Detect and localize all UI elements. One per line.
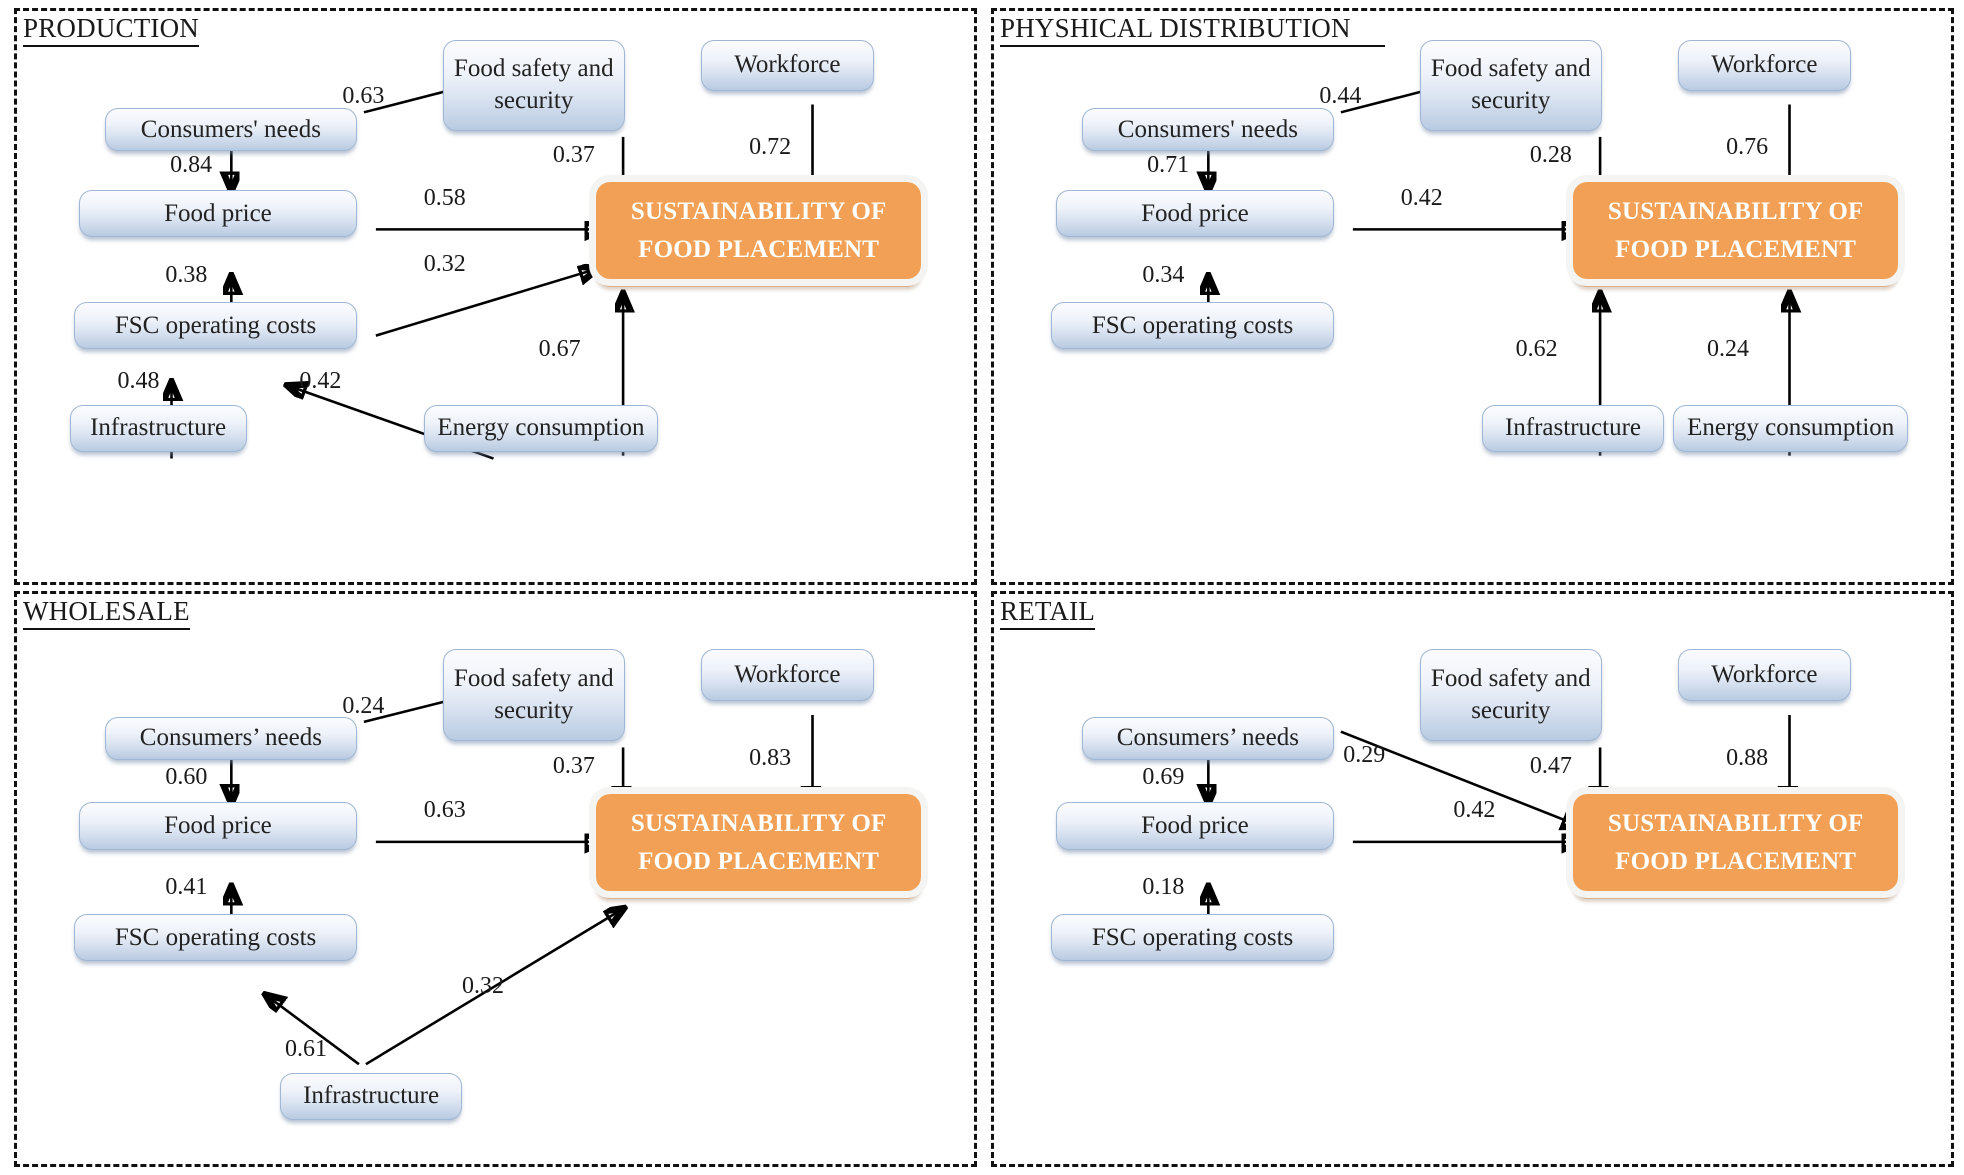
node-food-safety-security[interactable]: Food safety and security	[442, 39, 625, 131]
node-central-sustainability[interactable]: SUSTAINABILITY OF FOOD PLACEMENT	[588, 175, 929, 287]
node-label: Workforce	[734, 661, 841, 689]
node-label: Energy consumption	[1687, 414, 1895, 442]
edge-label-foodsafety-central: 0.37	[552, 753, 595, 780]
edge-label-consumers-foodsafety: 0.44	[1319, 82, 1362, 109]
edge-label-foodsafety-central: 0.47	[1529, 753, 1572, 780]
node-infrastructure[interactable]: Infrastructure	[280, 1072, 462, 1121]
node-workforce[interactable]: Workforce	[1678, 649, 1851, 701]
edge-label-consumers-foodprice: 0.71	[1147, 152, 1190, 179]
edge-label-consumers-foodsafety: 0.24	[342, 693, 385, 720]
panel-title-production: PRODUCTION	[23, 13, 200, 48]
node-label: Food price	[164, 199, 272, 227]
edge-label-energy-central: 0.67	[538, 336, 581, 363]
node-consumers-needs[interactable]: Consumers' needs	[1082, 107, 1334, 152]
edge-label-fsc-foodprice: 0.34	[1142, 262, 1185, 289]
edge-label-fsc-central: 0.32	[423, 250, 466, 277]
edge-label-foodprice-central: 0.63	[423, 796, 466, 823]
edge-label-infrastructure-fsc: 0.61	[284, 1035, 327, 1062]
node-consumers-needs[interactable]: Consumers' needs	[105, 107, 357, 152]
panel-wholesale: WHOLESALE	[14, 590, 977, 1167]
node-label: SUSTAINABILITY OF FOOD PLACEMENT	[630, 810, 887, 875]
edge-label-consumers-foodsafety: 0.63	[342, 82, 385, 109]
node-label: Food safety and security	[1430, 55, 1591, 115]
node-central-sustainability[interactable]: SUSTAINABILITY OF FOOD PLACEMENT	[588, 787, 929, 899]
edge-label-foodprice-central: 0.42	[1453, 796, 1496, 823]
edge-label-consumers-foodprice: 0.84	[170, 152, 213, 179]
panel-grid: PRODUCTION	[14, 8, 1954, 1167]
node-label: Workforce	[1711, 51, 1818, 79]
node-label: FSC operating costs	[114, 311, 317, 339]
edge-label-consumers-foodprice: 0.69	[1142, 763, 1185, 790]
node-food-price[interactable]: Food price	[1056, 802, 1334, 850]
node-workforce[interactable]: Workforce	[701, 39, 874, 91]
node-label: Infrastructure	[1504, 414, 1641, 442]
node-consumers-needs[interactable]: Consumers’ needs	[105, 716, 357, 761]
node-food-safety-security[interactable]: Food safety and security	[1419, 39, 1602, 131]
node-consumers-needs[interactable]: Consumers’ needs	[1082, 716, 1334, 761]
node-infrastructure[interactable]: Infrastructure	[69, 404, 247, 452]
edge-label-foodsafety-central: 0.28	[1529, 142, 1572, 169]
node-central-sustainability[interactable]: SUSTAINABILITY OF FOOD PLACEMENT	[1565, 787, 1906, 899]
node-energy-consumption[interactable]: Energy consumption	[1673, 404, 1908, 452]
node-label: FSC operating costs	[1091, 923, 1294, 951]
edge-label-fsc-foodprice: 0.38	[165, 262, 208, 289]
node-label: Consumers' needs	[140, 115, 321, 143]
panel-title-retail: RETAIL	[1000, 596, 1096, 630]
node-label: Consumers’ needs	[1116, 724, 1299, 752]
node-fsc-operating-costs[interactable]: FSC operating costs	[1051, 914, 1334, 962]
node-energy-consumption[interactable]: Energy consumption	[423, 404, 659, 452]
edge-label-foodprice-central: 0.58	[423, 185, 466, 211]
edge-label-workforce-central: 0.76	[1726, 133, 1769, 160]
edge-label-consumers-foodprice: 0.60	[165, 763, 208, 790]
node-food-price[interactable]: Food price	[79, 190, 357, 238]
node-central-sustainability[interactable]: SUSTAINABILITY OF FOOD PLACEMENT	[1565, 175, 1906, 287]
edge-label-workforce-central: 0.72	[749, 133, 792, 160]
edge-label-fsc-foodprice: 0.41	[165, 874, 208, 901]
node-label: Consumers' needs	[1117, 115, 1298, 143]
node-workforce[interactable]: Workforce	[701, 649, 874, 701]
node-food-price[interactable]: Food price	[79, 802, 357, 850]
node-label: Energy consumption	[437, 414, 645, 442]
edge-label-consumers-central: 0.29	[1343, 741, 1386, 768]
panel-physical-distribution: PHYSHICAL DISTRIBUTION Con	[991, 8, 1954, 585]
node-label: Consumers’ needs	[139, 724, 322, 752]
node-label: Food safety and security	[453, 55, 614, 115]
node-label: Infrastructure	[303, 1082, 440, 1110]
node-label: FSC operating costs	[1091, 311, 1294, 339]
node-label: FSC operating costs	[114, 923, 317, 951]
panel-title-physical-distribution: PHYSHICAL DISTRIBUTION	[1000, 13, 1385, 48]
node-fsc-operating-costs[interactable]: FSC operating costs	[1051, 301, 1334, 350]
node-food-safety-security[interactable]: Food safety and security	[442, 649, 625, 741]
edge-label-workforce-central: 0.83	[749, 744, 792, 771]
edge-label-workforce-central: 0.88	[1726, 744, 1769, 771]
panel-retail: RETAIL C	[991, 590, 1954, 1167]
edge-label-infrastructure-fsc: 0.48	[117, 367, 160, 394]
edge-label-infrastructure-central: 0.32	[462, 972, 504, 999]
edge-label-energy-central: 0.24	[1706, 336, 1749, 363]
node-label: Food safety and security	[1430, 665, 1591, 725]
edge-label-energy-fsc: 0.42	[299, 367, 342, 394]
node-label: SUSTAINABILITY OF FOOD PLACEMENT	[1607, 198, 1864, 263]
node-fsc-operating-costs[interactable]: FSC operating costs	[74, 914, 357, 962]
node-label: Food safety and security	[453, 665, 614, 725]
panel-title-wholesale: WHOLESALE	[23, 596, 190, 630]
node-workforce[interactable]: Workforce	[1678, 39, 1851, 91]
edge-label-infrastructure-central: 0.62	[1515, 336, 1558, 363]
node-label: Food price	[164, 811, 272, 839]
node-label: Workforce	[1711, 661, 1818, 689]
node-fsc-operating-costs[interactable]: FSC operating costs	[74, 301, 357, 350]
node-food-price[interactable]: Food price	[1056, 190, 1334, 238]
node-label: Food price	[1141, 199, 1249, 227]
panel-production: PRODUCTION	[14, 8, 977, 585]
node-label: SUSTAINABILITY OF FOOD PLACEMENT	[630, 198, 887, 263]
node-infrastructure[interactable]: Infrastructure	[1482, 404, 1664, 452]
node-label: Workforce	[734, 51, 841, 79]
edge-label-fsc-foodprice: 0.18	[1142, 874, 1185, 901]
node-label: Food price	[1141, 811, 1249, 839]
edge-label-foodsafety-central: 0.37	[552, 142, 595, 169]
edge-label-foodprice-central: 0.42	[1400, 185, 1443, 211]
node-food-safety-security[interactable]: Food safety and security	[1419, 649, 1602, 741]
node-label: Infrastructure	[90, 414, 227, 442]
node-label: SUSTAINABILITY OF FOOD PLACEMENT	[1607, 810, 1864, 875]
